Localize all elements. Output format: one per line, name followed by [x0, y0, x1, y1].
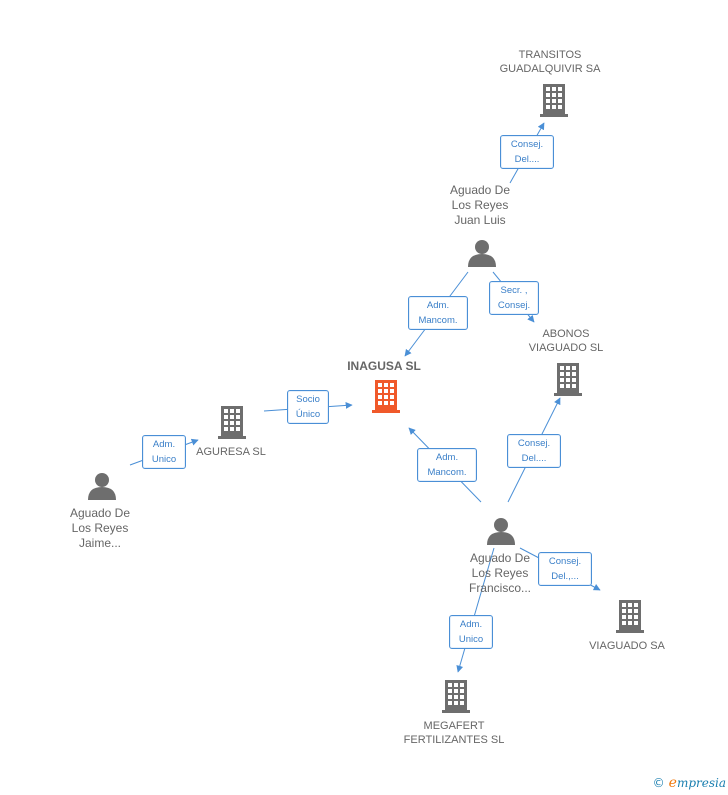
aguresa-building-icon[interactable] — [218, 406, 246, 439]
jaime-person-icon[interactable] — [88, 473, 116, 500]
francisco-person-icon[interactable] — [487, 518, 515, 545]
viaguado-label[interactable]: VIAGUADO SA — [589, 640, 665, 652]
edge-fr-megafert — [456, 547, 495, 673]
edge-label-jl-transitos[interactable]: Consej. Del.... — [500, 135, 554, 169]
jaime-label[interactable]: Aguado De Los Reyes Jaime... — [69, 506, 131, 550]
transitos-building-icon[interactable] — [540, 84, 568, 117]
edge-label-jl-inagusa[interactable]: Adm. Mancom. — [408, 296, 468, 330]
inagusa-building-icon[interactable] — [372, 380, 400, 413]
megafert-building-icon[interactable] — [442, 680, 470, 713]
edge-label-jl-abonos[interactable]: Secr. , Consej. — [489, 281, 539, 315]
brand-name: mpresia — [676, 776, 726, 790]
copyright-symbol: © — [652, 776, 665, 790]
viaguado-building-icon[interactable] — [616, 600, 644, 633]
juan-luis-person-icon[interactable] — [468, 240, 496, 267]
juan-luis-label[interactable]: Aguado De Los Reyes Juan Luis — [449, 183, 511, 227]
abonos-label[interactable]: ABONOS VIAGUADO SL — [528, 328, 604, 354]
edge-label-fr-inagusa[interactable]: Adm. Mancom. — [417, 448, 477, 482]
edge-label-fr-abonos[interactable]: Consej. Del.... — [507, 434, 561, 468]
transitos-label[interactable]: TRANSITOS GUADALQUIVIR SA — [499, 49, 601, 75]
inagusa-label[interactable]: INAGUSA SL — [347, 359, 421, 373]
empresia-logo[interactable]: ©empresia — [653, 775, 726, 791]
edge-label-fr-viaguado[interactable]: Consej. Del.,... — [538, 552, 592, 586]
edge-label-aguresa-inagusa[interactable]: Socio Único — [287, 390, 329, 424]
megafert-label[interactable]: MEGAFERT FERTILIZANTES SL — [403, 720, 505, 746]
abonos-building-icon[interactable] — [554, 363, 582, 396]
edge-label-jaime-aguresa[interactable]: Adm. Unico — [142, 435, 186, 469]
francisco-label[interactable]: Aguado De Los Reyes Francisco... — [468, 551, 531, 595]
aguresa-label[interactable]: AGURESA SL — [196, 446, 266, 458]
brand-e: e — [668, 775, 677, 791]
edge-label-fr-megafert[interactable]: Adm. Unico — [449, 615, 493, 649]
